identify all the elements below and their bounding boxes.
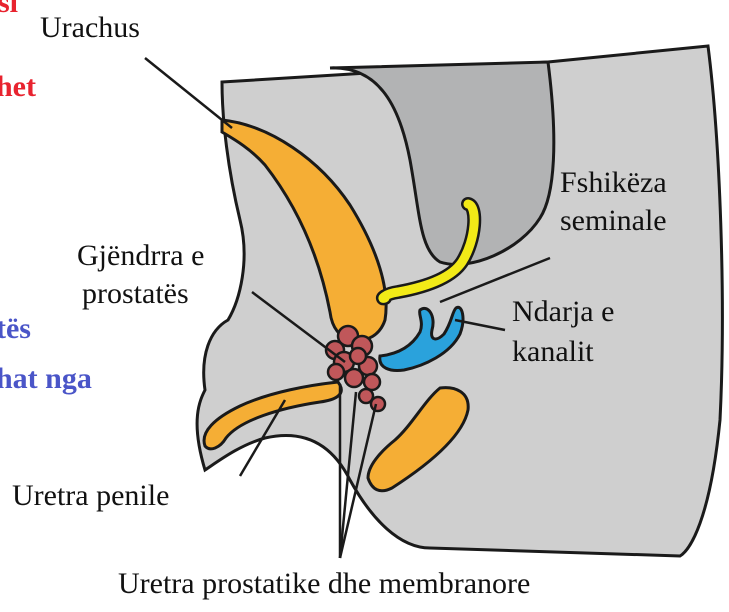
label-seminal-vesicle-line1: Fshikëza <box>560 165 667 200</box>
label-prostatic-membranous-urethra: Uretra prostatike dhe membranore <box>118 566 530 601</box>
label-seminal-vesicle-line2: seminale <box>560 203 667 238</box>
urachus-leader <box>145 58 232 128</box>
label-prostate-line1: Gjëndrra e <box>77 238 204 273</box>
label-prostate-line2: prostatës <box>82 276 189 311</box>
label-duct-line1: Ndarja e <box>512 294 614 329</box>
label-penile-urethra: Uretra penile <box>12 478 169 513</box>
label-duct-line2: kanalit <box>512 334 594 369</box>
label-urachus: Urachus <box>40 10 140 45</box>
